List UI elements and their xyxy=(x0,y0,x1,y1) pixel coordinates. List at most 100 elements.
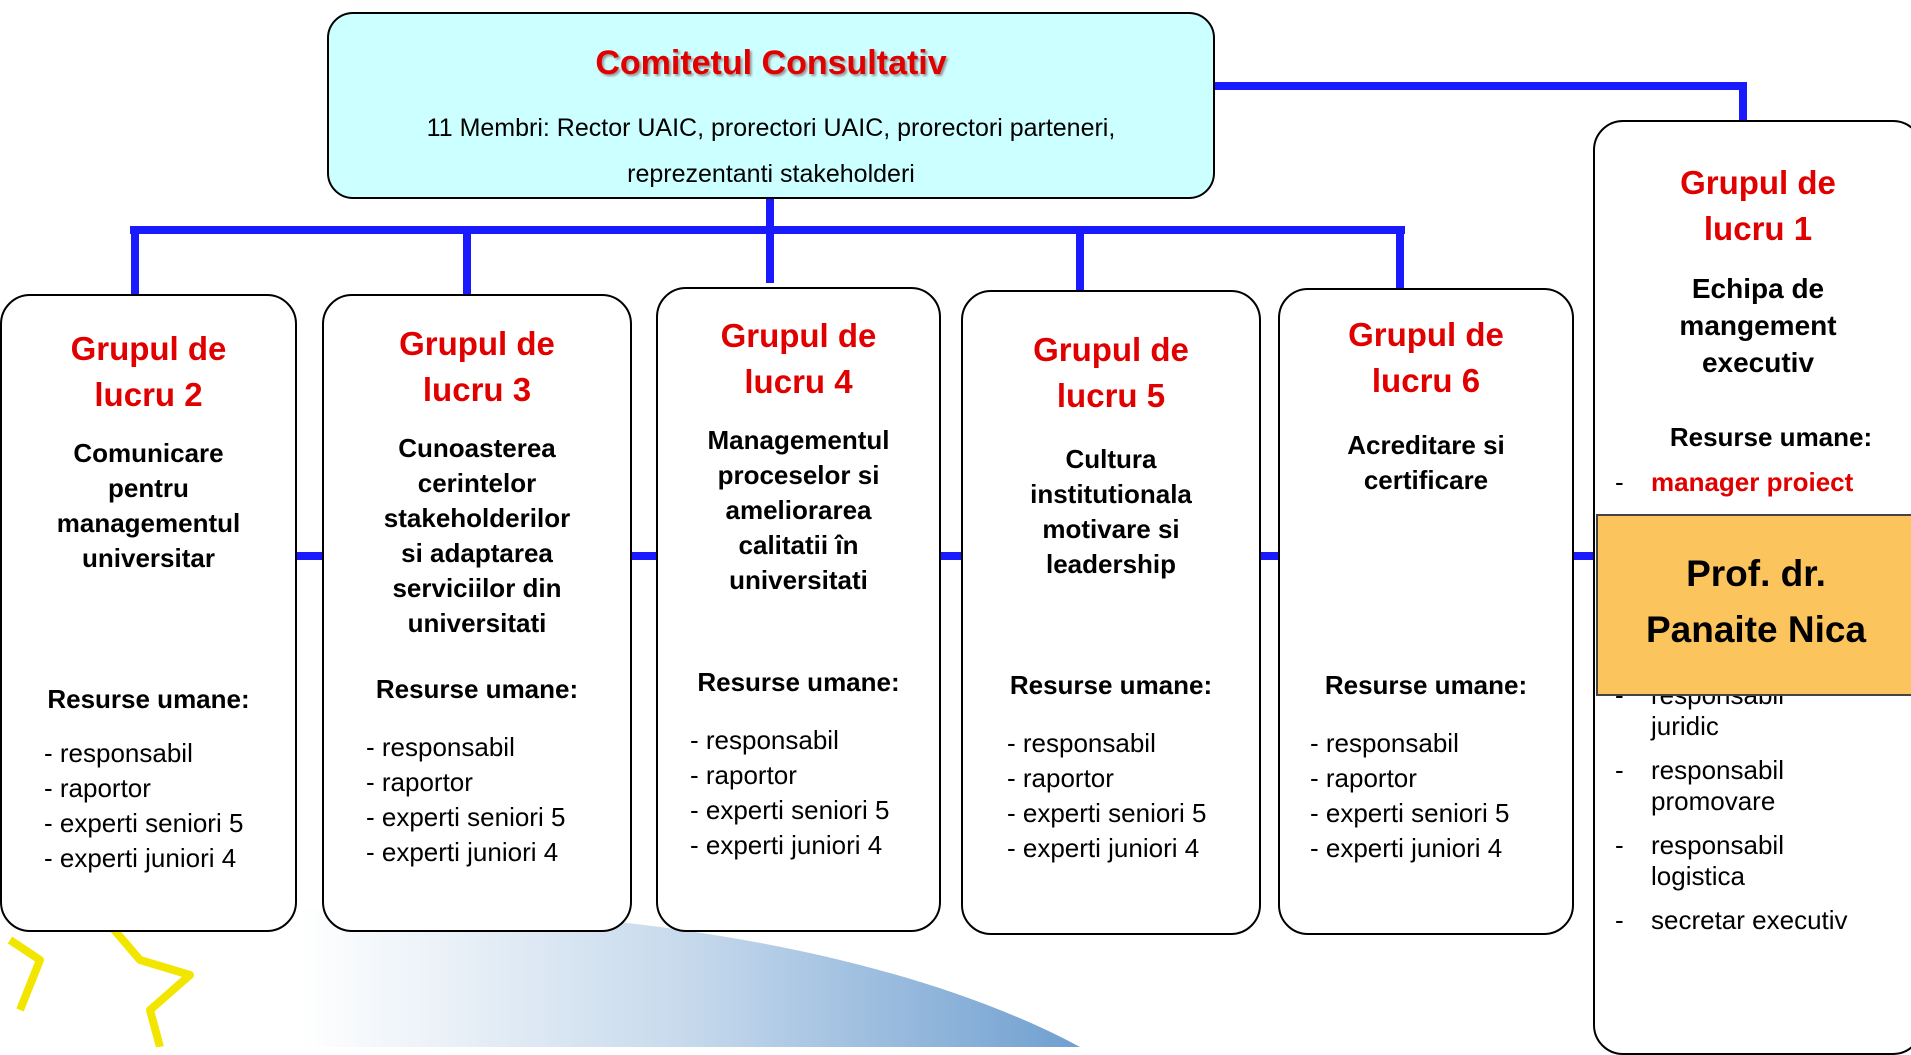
resource-item: - raportor xyxy=(1310,763,1417,793)
list-dash: - xyxy=(1615,905,1624,935)
group-6-resources-label: Resurse umane: xyxy=(1324,670,1528,700)
group-3-topic-line: si adaptarea xyxy=(401,538,553,568)
manager-name-line2: Panaite Nica xyxy=(1645,609,1867,650)
group-4-topic-line: proceselor si xyxy=(717,460,880,490)
committee-title: Comitetul Consultativ xyxy=(595,44,947,82)
group-2-topic-line: managementul xyxy=(56,508,241,538)
group-4-topic: Managementul proceselor si ameliorarea c… xyxy=(666,423,931,598)
group-5-topic-line: motivare si xyxy=(1042,514,1180,544)
resource-item: - experti seniori 5 xyxy=(690,795,890,825)
group-4-title-line1: Grupul de xyxy=(720,317,877,354)
resource-item: - experti juniori 4 xyxy=(1310,833,1503,863)
group-4-topic-line: ameliorarea xyxy=(725,495,872,525)
group-1-subtitle: Echipa de mangement executiv xyxy=(1595,270,1911,381)
committee-members-line2: reprezentanti stakeholderi xyxy=(627,160,915,188)
resource-item: - responsabil xyxy=(1310,728,1459,758)
group-4-topic-line: Managementul xyxy=(707,425,890,455)
group-4-title-line2: lucru 4 xyxy=(744,363,853,400)
group-1-title: Grupul de lucru 1 xyxy=(1595,160,1911,252)
group-6-title-line1: Grupul de xyxy=(1348,316,1504,353)
manager-name-line1: Prof. dr. xyxy=(1686,553,1826,594)
resource-item: - manager proiect xyxy=(1615,467,1853,498)
group-3-topic-line: Cunoasterea xyxy=(398,433,556,463)
group-6-title: Grupul de lucru 6 xyxy=(1280,312,1572,404)
list-dash: - xyxy=(1615,467,1624,497)
group-1-resources-label: Resurse umane: xyxy=(1669,422,1873,452)
resource-item: - experti juniori 4 xyxy=(690,830,883,860)
group-4-title: Grupul de lucru 4 xyxy=(658,313,939,405)
consultative-committee-box: Comitetul Consultativ 11 Membri: Rector … xyxy=(327,12,1215,199)
group-2-title-line2: lucru 2 xyxy=(94,376,203,413)
resource-item: - raportor xyxy=(1007,763,1114,793)
group-1-subtitle-line: Echipa de xyxy=(1691,273,1825,304)
group-3-title-line2: lucru 3 xyxy=(422,371,532,408)
resource-item: - experti seniori 5 xyxy=(1310,798,1510,828)
resource-item: - raportor xyxy=(44,773,151,803)
group-6-topic: Acreditare si certificare xyxy=(1288,428,1564,498)
group-1-subtitle-line: mangement xyxy=(1679,310,1837,341)
group-5-box: Grupul de lucru 5 Cultura institutionala… xyxy=(961,290,1261,935)
group-5-topic: Cultura institutionala motivare si leade… xyxy=(971,442,1251,582)
group-6-title-line2: lucru 6 xyxy=(1371,362,1481,399)
group-3-topic-line: cerintelor xyxy=(417,468,537,498)
group-4-box: Grupul de lucru 4 Managementul proceselo… xyxy=(656,287,941,932)
group-2-topic: Comunicare pentru managementul universit… xyxy=(10,436,287,576)
group-5-resources-label: Resurse umane: xyxy=(1009,670,1213,700)
group-3-resources-list: - responsabil - raportor - experti senio… xyxy=(366,730,565,870)
group-2-topic-line: universitar xyxy=(82,543,215,573)
group-1-title-line2: lucru 1 xyxy=(1703,210,1813,247)
resource-item: - responsabil logistica xyxy=(1615,830,1825,892)
group-4-resources-label: Resurse umane: xyxy=(697,667,900,697)
group-2-resources-label: Resurse umane: xyxy=(47,684,250,714)
resource-item: - experti seniori 5 xyxy=(366,802,566,832)
group-2-title-line1: Grupul de xyxy=(70,330,227,367)
group-6-topic-line: Acreditare si xyxy=(1347,430,1505,460)
resource-item: - responsabil xyxy=(1007,728,1156,758)
group-2-title: Grupul de lucru 2 xyxy=(2,326,295,418)
group-3-title-line1: Grupul de xyxy=(399,325,555,362)
resource-item: - raportor xyxy=(366,767,473,797)
resource-item: - secretar executiv xyxy=(1615,905,1853,936)
resource-item: - experti juniori 4 xyxy=(1007,833,1200,863)
resource-item: - experti seniori 5 xyxy=(1007,798,1207,828)
resource-text: manager proiect xyxy=(1651,467,1854,497)
resource-item: - responsabil xyxy=(690,725,839,755)
group-1-title-line1: Grupul de xyxy=(1680,164,1836,201)
resource-item: - responsabil xyxy=(44,738,193,768)
resource-text: secretar executiv xyxy=(1651,905,1848,935)
manager-name-card: Prof. dr. Panaite Nica xyxy=(1596,514,1911,696)
group-2-box: Grupul de lucru 2 Comunicare pentru mana… xyxy=(0,294,297,932)
group-3-resources-label: Resurse umane: xyxy=(375,674,579,704)
group-6-resources-list: - responsabil - raportor - experti senio… xyxy=(1310,726,1509,866)
resource-text: responsabil promovare xyxy=(1651,755,1784,816)
group-4-topic-line: calitatii în xyxy=(738,530,859,560)
swoosh-shape xyxy=(300,908,1080,1047)
group-3-title: Grupul de lucru 3 xyxy=(324,321,630,413)
group-4-resources-list: - responsabil - raportor - experti senio… xyxy=(690,723,889,863)
list-dash: - xyxy=(1615,830,1624,860)
committee-members-line1: 11 Membri: Rector UAIC, prorectori UAIC,… xyxy=(426,114,1116,142)
resource-item: - experti juniori 4 xyxy=(44,843,237,873)
group-5-topic-line: institutionala xyxy=(1030,479,1192,509)
group-1-subtitle-line: executiv xyxy=(1701,347,1815,378)
group-6-box: Grupul de lucru 6 Acreditare si certific… xyxy=(1278,288,1574,935)
group-2-resources-list: - responsabil - raportor - experti senio… xyxy=(44,736,243,876)
group-5-title: Grupul de lucru 5 xyxy=(963,327,1259,419)
group-3-topic-line: stakeholderilor xyxy=(383,503,571,533)
group-5-title-line1: Grupul de xyxy=(1033,331,1189,368)
resource-item: - raportor xyxy=(690,760,797,790)
group-6-topic-line: certificare xyxy=(1363,465,1489,495)
group-4-topic-line: universitati xyxy=(729,565,868,595)
resource-item: - experti seniori 5 xyxy=(44,808,244,838)
resource-item: - responsabil xyxy=(366,732,515,762)
group-3-topic-line: serviciilor din xyxy=(392,573,562,603)
resource-item: - responsabil promovare xyxy=(1615,755,1825,817)
resource-text: responsabil logistica xyxy=(1651,830,1784,891)
group-5-title-line2: lucru 5 xyxy=(1056,377,1166,414)
group-2-topic-line: pentru xyxy=(108,473,189,503)
resource-item: - experti juniori 4 xyxy=(366,837,559,867)
group-5-resources-list: - responsabil - raportor - experti senio… xyxy=(1007,726,1206,866)
group-3-topic: Cunoasterea cerintelor stakeholderilor s… xyxy=(332,431,622,641)
list-dash: - xyxy=(1615,755,1624,785)
group-3-topic-line: universitati xyxy=(407,608,547,638)
